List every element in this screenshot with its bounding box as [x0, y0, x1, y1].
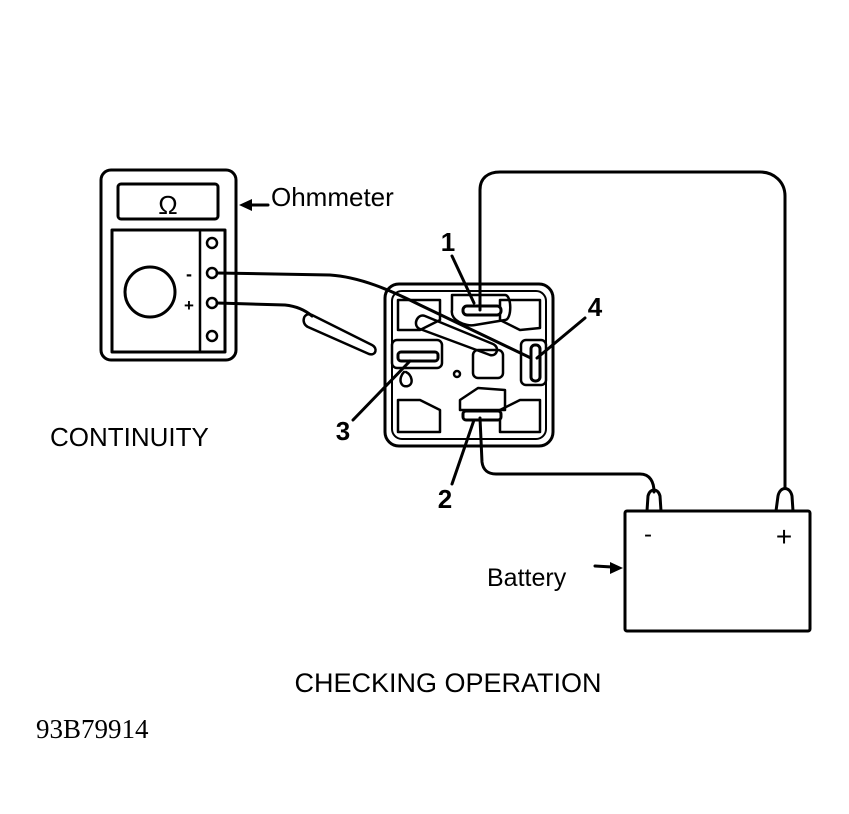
relay-outer [383, 282, 555, 448]
terminal-2-leader [450, 418, 476, 486]
continuity-caption: CONTINUITY [50, 422, 209, 452]
terminal-labels: 1 4 3 2 [336, 227, 603, 514]
battery-arrow-shaft [593, 564, 614, 569]
terminal-3-label: 3 [336, 416, 350, 446]
pocket-right [519, 338, 548, 387]
terminal-1-blade [461, 304, 503, 317]
terminal-3-leader [351, 359, 412, 422]
terminal-3-blade [396, 350, 440, 363]
battery-negative-wire [478, 416, 656, 494]
battery-body [623, 509, 812, 633]
battery-neg-post [645, 488, 663, 513]
terminal-4-leader [535, 316, 587, 360]
ohm-symbol: Ω [158, 190, 177, 220]
ohmmeter: Ω - + [99, 168, 238, 362]
ohmmeter-display [116, 182, 220, 221]
pocket-top-center [450, 293, 512, 327]
terminal-1-label: 1 [441, 227, 455, 257]
terminal-jack-4 [205, 329, 219, 343]
pocket-bottom-right [498, 398, 542, 434]
negative-probe [414, 314, 499, 357]
plus-terminal-label: + [184, 296, 194, 315]
pocket-bottom-center [458, 386, 507, 412]
terminal-2-label: 2 [438, 484, 452, 514]
positive-lead-wire [215, 301, 314, 318]
test-leads [215, 271, 537, 362]
pocket-top-left [396, 298, 442, 332]
terminal-1-leader [450, 254, 476, 305]
pocket-bottom-left [396, 398, 442, 434]
battery-pos-symbol: + [776, 521, 792, 552]
ohmmeter-label: Ohmmeter [271, 182, 394, 212]
battery: - + [623, 487, 812, 633]
battery-neg-symbol: - [644, 521, 652, 548]
terminal-4-label: 4 [588, 292, 603, 322]
terminal-2-blade [461, 409, 503, 422]
minus-terminal-label: - [186, 264, 192, 284]
positive-probe [302, 312, 377, 356]
ohmmeter-callout: Ohmmeter [239, 182, 394, 212]
negative-lead-wire [215, 271, 537, 362]
terminal-3-lower [399, 370, 413, 388]
battery-pos-post [774, 487, 795, 513]
ohmmeter-arrowhead [239, 199, 252, 211]
ohmmeter-panel [110, 228, 227, 354]
battery-arrowhead [610, 562, 623, 574]
pocket-top-right [498, 298, 542, 332]
terminal-jack-1 [205, 236, 219, 250]
battery-positive-wire [478, 170, 787, 490]
relay-center-hole [452, 369, 462, 379]
terminal-4-blade [529, 343, 542, 383]
figure-id: 93B79914 [36, 714, 149, 744]
battery-label: Battery [487, 564, 567, 592]
ohmmeter-dial [123, 265, 177, 319]
relay-center-block [471, 348, 505, 380]
diagram-title: CHECKING OPERATION [294, 668, 601, 698]
ohmmeter-body [99, 168, 238, 362]
relay-connector [383, 282, 555, 448]
pocket-left [390, 338, 444, 370]
battery-callout: Battery [487, 562, 623, 592]
battery-wires [478, 170, 787, 494]
